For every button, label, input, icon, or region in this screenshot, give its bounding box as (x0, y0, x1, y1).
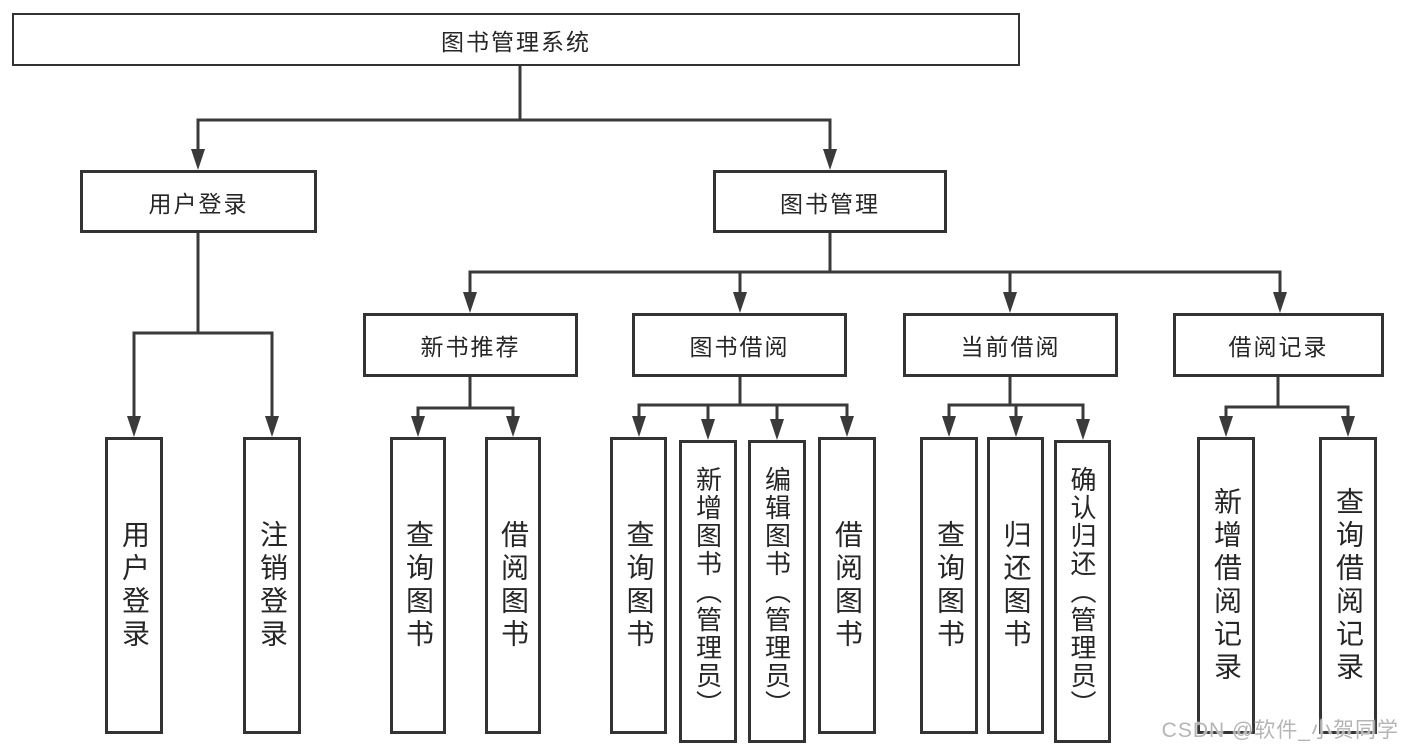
leaf-return-book-label: 归还图书 (1000, 519, 1032, 652)
leaf-query-book-a: 查询图书 (390, 437, 446, 734)
leaf-query-book-c: 查询图书 (920, 437, 978, 734)
leaf-confirm-return-label: 确认归还（管理员） (1067, 465, 1097, 718)
leaf-query-book-b: 查询图书 (610, 437, 667, 734)
node-book-management-label: 图书管理 (780, 190, 880, 217)
node-new-book-recommend-label: 新书推荐 (420, 334, 521, 360)
csdn-watermark: CSDN @软件_小贺同学 (1161, 719, 1399, 742)
node-root: 图书管理系统 (12, 13, 1020, 66)
leaf-add-book-label: 新增图书（管理员） (692, 465, 723, 718)
leaf-borrow-book-a: 借阅图书 (485, 437, 541, 734)
leaf-logout-label: 注销登录 (257, 519, 288, 652)
leaf-query-book-a-label: 查询图书 (403, 519, 434, 652)
leaf-borrow-book-b-label: 借阅图书 (832, 519, 863, 652)
leaf-add-book: 新增图书（管理员） (679, 440, 737, 743)
leaf-return-book: 归还图书 (987, 437, 1044, 734)
leaf-add-record: 新增借阅记录 (1197, 437, 1255, 734)
node-book-borrowing-label: 图书借阅 (689, 334, 790, 360)
leaf-query-book-c-label: 查询图书 (934, 519, 965, 652)
leaf-confirm-return: 确认归还（管理员） (1054, 440, 1111, 743)
leaf-query-record: 查询借阅记录 (1319, 437, 1377, 734)
leaf-edit-book: 编辑图书（管理员） (748, 440, 806, 743)
node-user-login-label: 用户登录 (148, 190, 249, 217)
node-borrowing-records-label: 借阅记录 (1228, 334, 1329, 360)
leaf-edit-book-label: 编辑图书（管理员） (761, 465, 792, 718)
leaf-logout: 注销登录 (243, 437, 301, 734)
node-current-borrowing-label: 当前借阅 (960, 334, 1061, 360)
node-borrowing-records: 借阅记录 (1173, 313, 1384, 377)
leaf-borrow-book-b: 借阅图书 (818, 437, 876, 734)
node-new-book-recommend: 新书推荐 (363, 313, 578, 377)
leaf-query-book-b-label: 查询图书 (623, 519, 655, 652)
node-user-login: 用户登录 (80, 170, 317, 233)
leaf-add-record-label: 新增借阅记录 (1211, 486, 1242, 685)
leaf-user-login: 用户登录 (105, 437, 163, 734)
leaf-borrow-book-a-label: 借阅图书 (498, 519, 529, 652)
node-book-borrowing: 图书借阅 (632, 313, 847, 377)
leaf-query-record-label: 查询借阅记录 (1333, 486, 1364, 685)
node-current-borrowing: 当前借阅 (903, 313, 1118, 377)
node-book-management: 图书管理 (713, 170, 947, 233)
leaf-user-login-label: 用户登录 (119, 519, 150, 652)
node-root-label: 图书管理系统 (441, 28, 591, 55)
